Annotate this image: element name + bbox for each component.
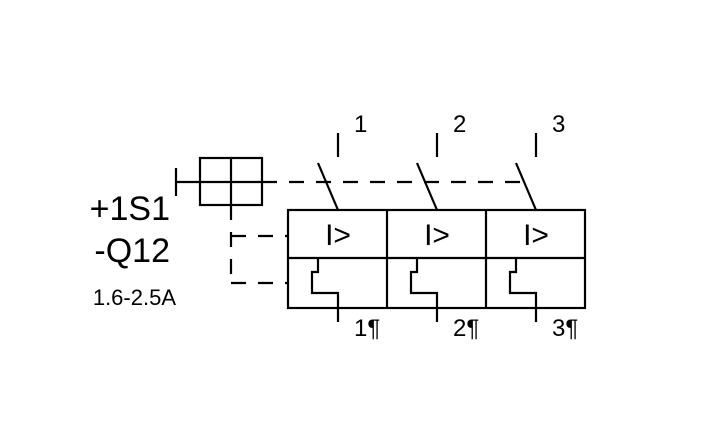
pole-1-bottom-terminal: 1¶ bbox=[354, 315, 380, 342]
device-tag-label: -Q12 bbox=[94, 232, 170, 270]
pole-2-trip-symbol: I> bbox=[424, 219, 450, 252]
pole-1-thermal-element bbox=[310, 258, 340, 322]
pole-2-thermal-element bbox=[409, 258, 439, 322]
pole-3-top-terminal: 3 bbox=[552, 111, 565, 138]
pole-2-switch-blade bbox=[415, 162, 439, 211]
mechanical-linkage bbox=[229, 180, 528, 285]
pole-1-top-terminal: 1 bbox=[354, 111, 367, 138]
manual-operator-handle bbox=[174, 156, 264, 207]
pole-3: 3 I> 3¶ bbox=[508, 111, 578, 342]
pole-3-trip-symbol: I> bbox=[523, 219, 549, 252]
pole-2-top-terminal: 2 bbox=[453, 111, 466, 138]
device-rating-label: 1.6-2.5A bbox=[93, 285, 176, 310]
pole-1: 1 I> 1¶ bbox=[310, 111, 380, 342]
pole-3-switch-blade bbox=[514, 162, 538, 211]
pole-1-switch-blade bbox=[316, 162, 340, 211]
pole-1-trip-symbol: I> bbox=[325, 219, 351, 252]
pole-3-bottom-terminal: 3¶ bbox=[552, 315, 578, 342]
pole-2: 2 I> 2¶ bbox=[409, 111, 479, 342]
device-location-label: +1S1 bbox=[90, 190, 170, 228]
pole-3-thermal-element bbox=[508, 258, 538, 322]
pole-2-bottom-terminal: 2¶ bbox=[453, 315, 479, 342]
